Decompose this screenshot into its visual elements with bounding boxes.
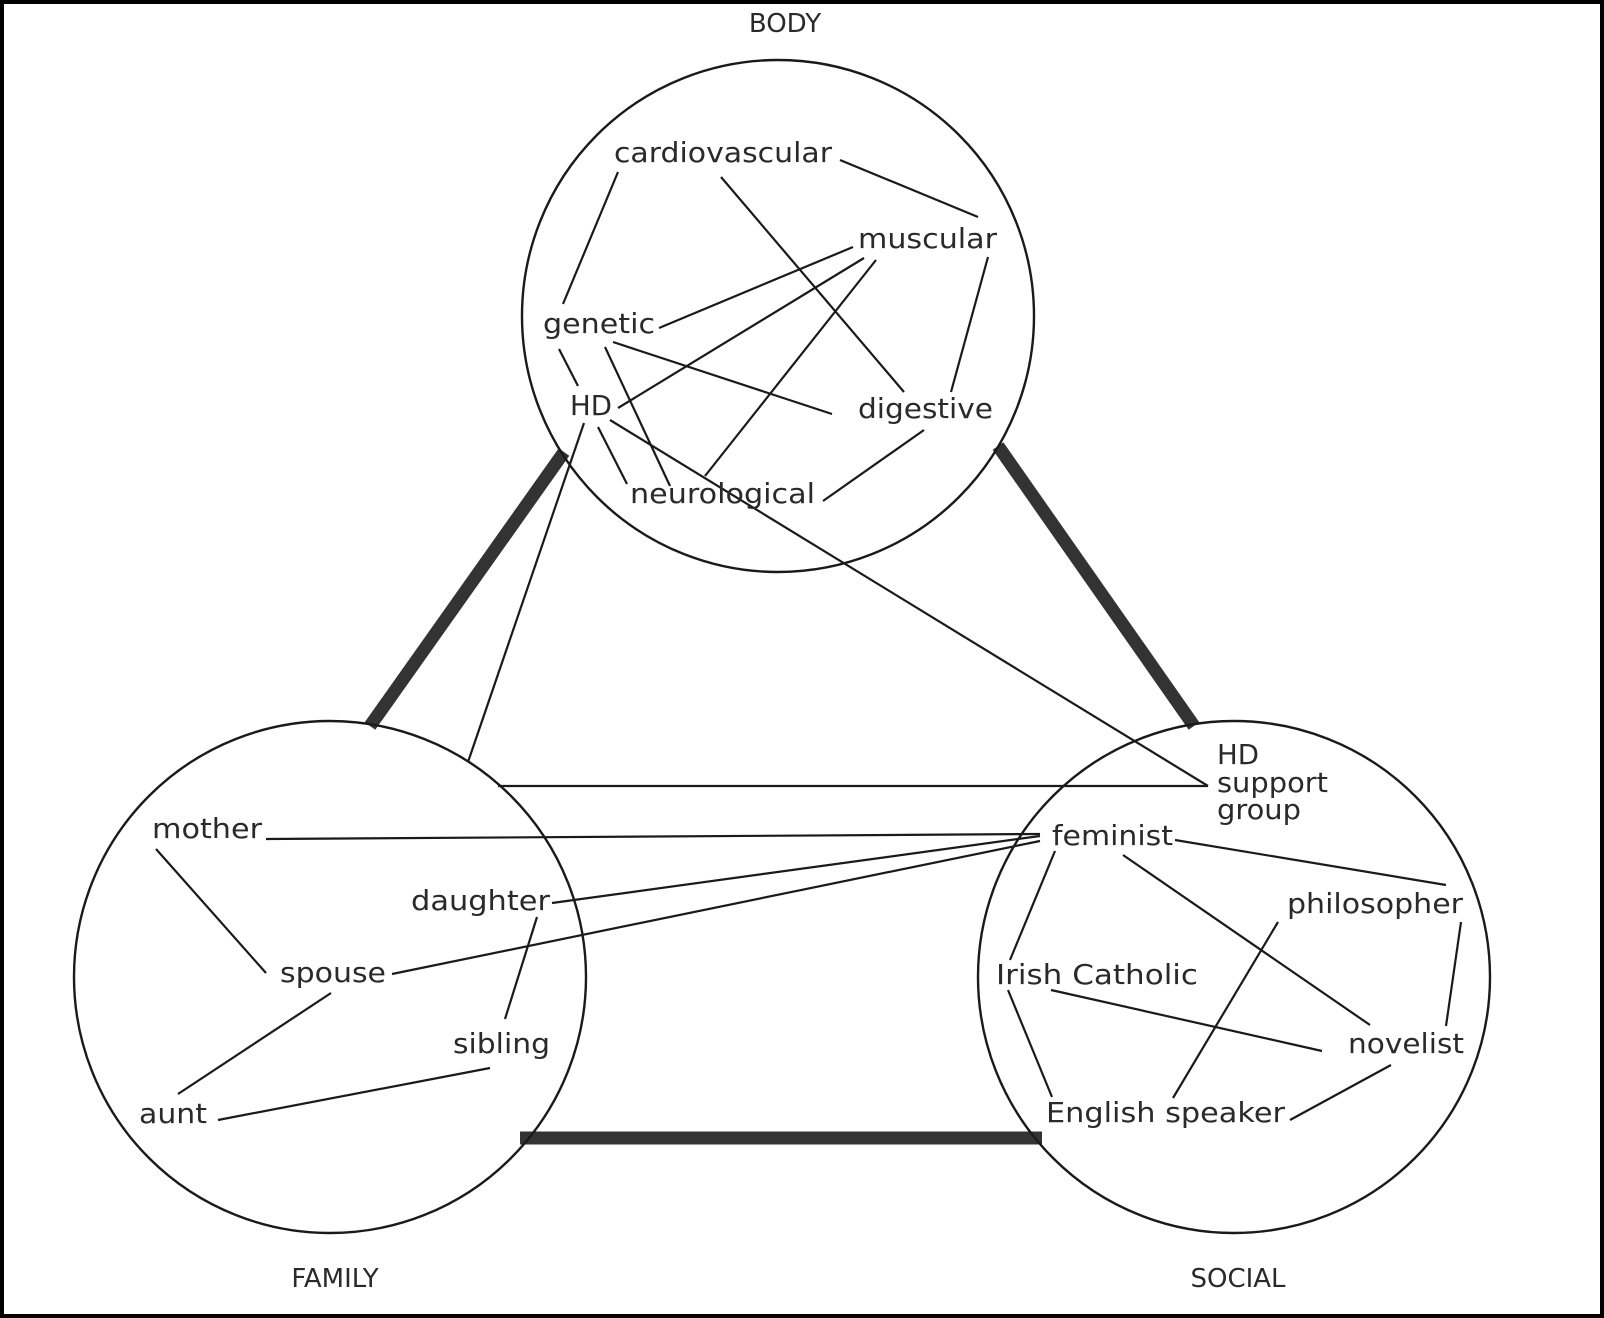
link-irish-catholic-novelist [1050,988,1323,1053]
node-genetic: genetic [543,307,655,340]
social-circle [976,719,1492,1235]
node-hd: HD [570,389,612,422]
link-spouse-feminist [391,839,1041,976]
link-cardiovascular-digestive [720,176,905,393]
domain-label-body: BODY [749,9,821,39]
link-body-social [992,442,1200,730]
node-sibling: sibling [453,1027,550,1060]
node-neurological: neurological [630,477,815,510]
node-feminist: feminist [1052,819,1173,852]
link-feminist-philosopher [1174,838,1447,887]
node-daughter: daughter [411,884,551,917]
node-philosopher: philosopher [1287,887,1464,920]
link-philosopher-novelist [1444,921,1463,1027]
link-cardiovascular-muscular [839,158,979,219]
node-hd-support-group-line3: group [1217,793,1301,826]
link-muscular-digestive [949,256,990,393]
node-hd-support-group-line1: HD [1217,738,1259,771]
node-novelist: novelist [1348,1027,1464,1060]
link-mother-feminist [265,832,1041,841]
domain-label-social: SOCIAL [1190,1264,1286,1294]
node-aunt: aunt [139,1097,207,1130]
link-sibling-aunt [217,1066,491,1122]
node-muscular: muscular [858,222,998,255]
link-daughter-feminist [551,834,1041,905]
domain-label-family: FAMILY [291,1264,378,1294]
node-cardiovascular: cardiovascular [614,136,833,169]
family-circle [72,719,588,1235]
link-muscular-hd [617,257,865,409]
link-novelist-english-speaker [1289,1064,1392,1121]
node-english-speaker: English speaker [1046,1096,1286,1129]
link-feminist-novelist [1122,854,1371,1026]
link-feminist-irish-catholic [1008,850,1057,961]
node-hd-support-group-line2: support [1217,766,1328,799]
node-spouse: spouse [280,956,386,989]
link-digestive-neurological [822,429,925,502]
link-hd-family [466,422,586,763]
link-genetic-digestive [612,340,833,416]
link-genetic-neurological [604,346,671,487]
node-digestive: digestive [858,392,993,425]
link-mother-spouse [155,848,267,974]
node-mother: mother [152,812,263,845]
body-circle [520,58,1036,574]
link-body-family [364,448,570,730]
link-cardiovascular-genetic [561,171,620,305]
link-irish-catholic-english-speaker [1006,989,1054,1098]
link-genetic-hd [558,348,579,387]
link-muscular-neurological [704,259,877,477]
link-hd-hd-support-group [609,419,1209,787]
link-spouse-aunt [177,992,332,1095]
link-muscular-genetic [658,245,854,330]
link-daughter-sibling [503,916,539,1020]
link-hd-neurological [597,426,628,485]
node-irish-catholic: Irish Catholic [996,958,1198,991]
link-philosopher-english-speaker [1172,921,1279,1099]
